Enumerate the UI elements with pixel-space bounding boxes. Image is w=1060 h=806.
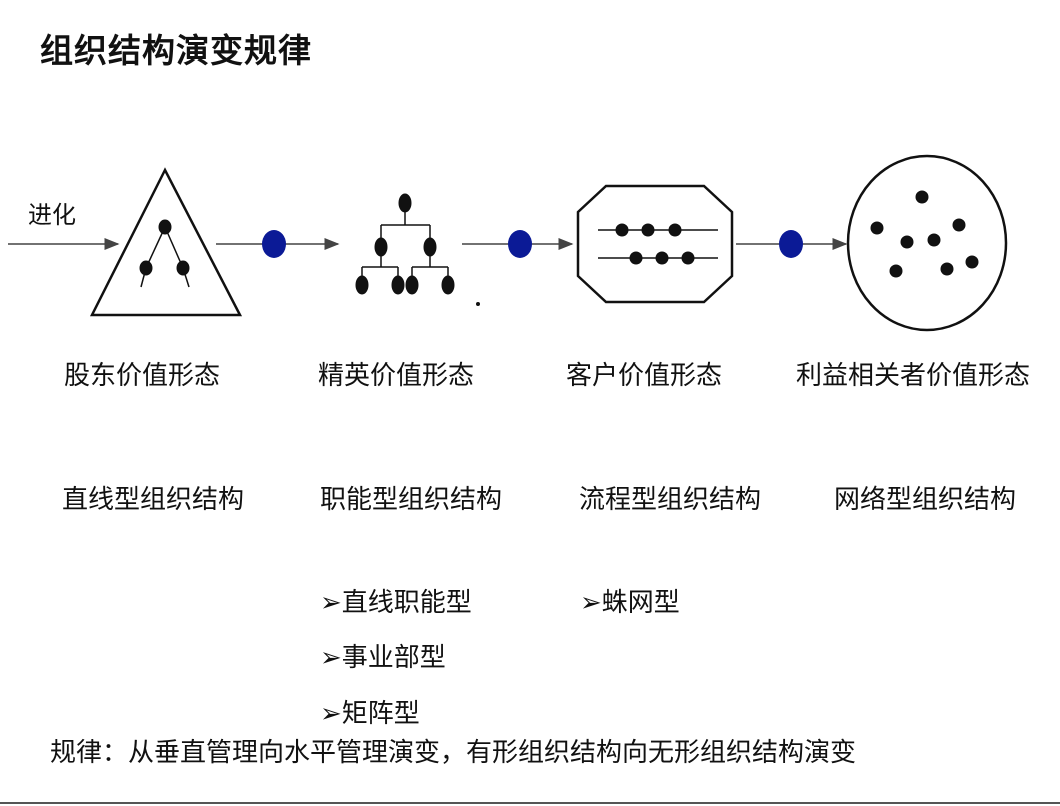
stage-4-structure: 网络型组织结构 bbox=[834, 485, 1017, 515]
page-title: 组织结构演变规律 bbox=[40, 31, 312, 70]
stage-4-form-label: 利益相关者价值形态 bbox=[796, 361, 1031, 391]
hierarchy-tree-icon bbox=[355, 193, 480, 306]
evolution-diagram: 进化 bbox=[8, 154, 1008, 332]
stage-3-form-label: 客户价值形态 bbox=[566, 361, 723, 391]
stage-2-subtype-3: ➢矩阵型 bbox=[320, 699, 420, 729]
connector-dot-2 bbox=[508, 230, 532, 258]
octagon-process-icon bbox=[576, 184, 734, 304]
stage-2-form-label: 精英价值形态 bbox=[318, 361, 475, 391]
stage-1-structure: 直线型组织结构 bbox=[62, 485, 245, 515]
stage-2-structure: 职能型组织结构 bbox=[320, 485, 503, 515]
stage-3-structure: 流程型组织结构 bbox=[579, 485, 762, 515]
rule-text: 规律：从垂直管理向水平管理演变，有形组织结构向无形组织结构演变 bbox=[50, 738, 857, 768]
stage-1-form-label: 股东价值形态 bbox=[64, 361, 221, 391]
bottom-divider bbox=[0, 802, 1060, 804]
circle-network-icon bbox=[846, 154, 1008, 332]
triangle-icon bbox=[89, 167, 243, 317]
stage-2-subtype-1: ➢直线职能型 bbox=[320, 588, 472, 618]
stage-3-subtype-1: ➢蛛网型 bbox=[580, 588, 680, 618]
connector-dot-3 bbox=[779, 230, 803, 258]
stage-2-subtype-2: ➢事业部型 bbox=[320, 643, 446, 673]
connector-dot-1 bbox=[262, 230, 286, 258]
evolution-label: 进化 bbox=[28, 201, 76, 229]
